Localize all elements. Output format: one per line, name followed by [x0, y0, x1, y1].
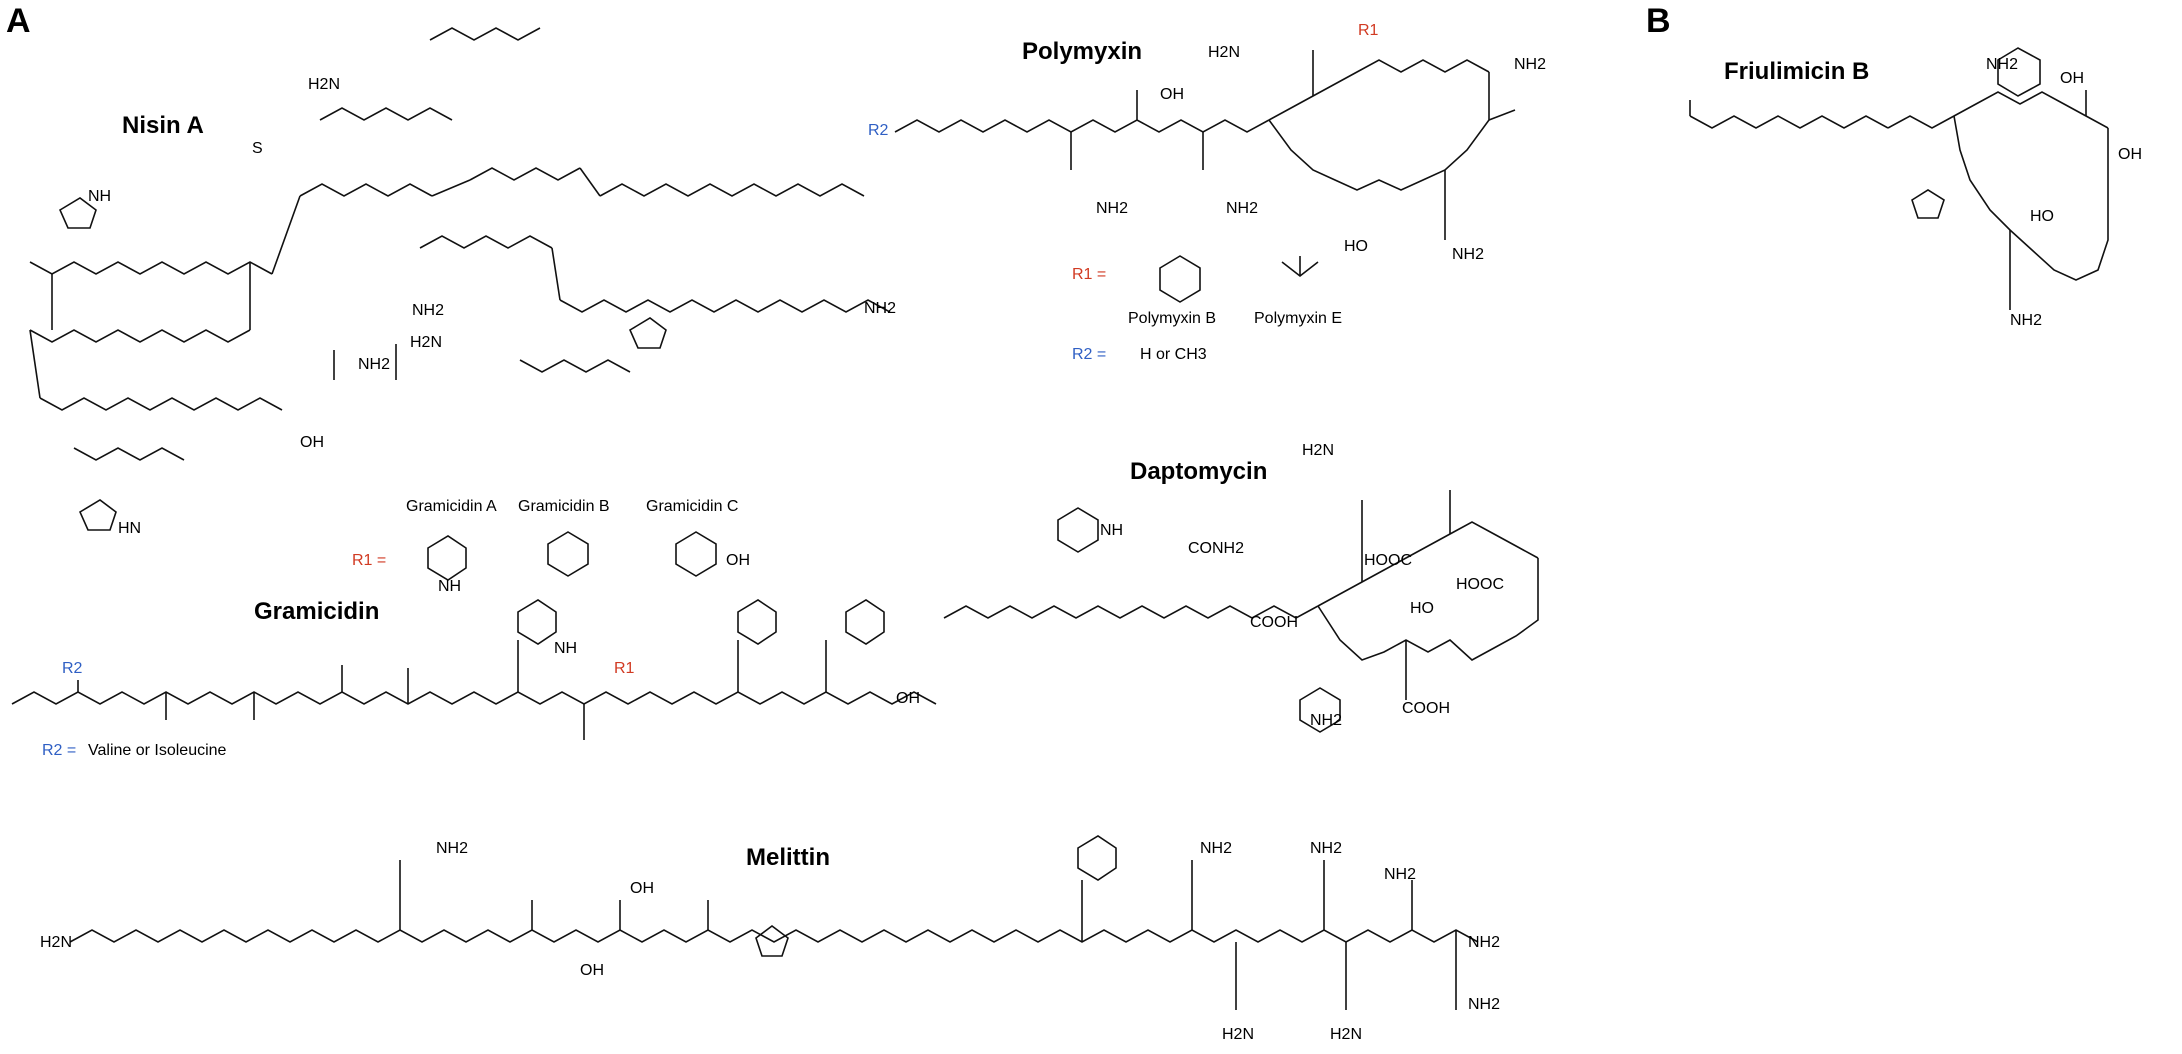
- gramicidin-skeleton: [11, 531, 937, 740]
- daptomycin-ho-label: HO: [1410, 600, 1434, 617]
- title-friulimicin: Friulimicin B: [1724, 58, 1870, 85]
- nisin-skeleton: [29, 27, 891, 531]
- panel-label-a: A: [6, 2, 31, 40]
- nisin-nh2-label: NH2: [412, 302, 445, 319]
- friulimicin-oh-label: OH: [2060, 70, 2084, 87]
- melittin-h2n-label-2: H2N: [1222, 1026, 1255, 1043]
- daptomycin-nh-label: NH: [1100, 522, 1124, 539]
- nisin-h2n-label: H2N: [308, 76, 341, 93]
- melittin-nh2-label-4: NH2: [1384, 866, 1417, 883]
- polymyxin-nh2-label-4: NH2: [1452, 246, 1485, 263]
- polymyxin-nh2-label-2: NH2: [1096, 200, 1129, 217]
- daptomycin-hooc-label: HOOC: [1364, 552, 1412, 569]
- daptomycin-h2n-label: H2N: [1302, 442, 1335, 459]
- daptomycin-conh2-label: CONH2: [1188, 540, 1245, 557]
- friulimicin-ho-label: HO: [2030, 208, 2054, 225]
- gramicidin-c-label: Gramicidin C: [646, 498, 739, 515]
- polymyxin-r1-legend: R1 =: [1072, 266, 1107, 283]
- nisin-nh2-label-3: NH2: [864, 300, 897, 317]
- polymyxin-nh2-label-3: NH2: [1226, 200, 1259, 217]
- polymyxin-nh2-label: NH2: [1514, 56, 1547, 73]
- polymyxin-skeleton: [894, 50, 1516, 303]
- nisin-oh-label: OH: [300, 434, 324, 451]
- title-melittin: Melittin: [746, 844, 830, 871]
- polymyxin-h2n-label: H2N: [1208, 44, 1241, 61]
- daptomycin-hooc-label-2: HOOC: [1456, 576, 1504, 593]
- panel-label-b: B: [1646, 2, 1671, 40]
- polymyxin-r1-label: R1: [1358, 22, 1379, 39]
- gramicidin-oh-label: OH: [896, 690, 920, 707]
- polymyxin-b-label: Polymyxin B: [1128, 310, 1217, 327]
- melittin-oh-label-2: OH: [580, 962, 604, 979]
- title-polymyxin: Polymyxin: [1022, 38, 1143, 65]
- polymyxin-e-label: Polymyxin E: [1254, 310, 1343, 327]
- gramicidin-nh-label: NH: [554, 640, 578, 657]
- nisin-h2n-label-2: H2N: [410, 334, 443, 351]
- gramicidin-r1-legend: R1 =: [352, 552, 387, 569]
- daptomycin-skeleton: [943, 490, 1539, 733]
- polymyxin-ho-label: HO: [1344, 238, 1368, 255]
- melittin-skeleton: [69, 835, 1479, 1010]
- melittin-nh2-label-2: NH2: [1200, 840, 1233, 857]
- melittin-oh-label: OH: [630, 880, 654, 897]
- melittin-nh2-label-5: NH2: [1468, 934, 1501, 951]
- friulimicin-skeleton: [1689, 47, 2109, 310]
- gramicidin-a-nh-label: NH: [438, 578, 462, 595]
- melittin-h2n-label: H2N: [40, 934, 73, 951]
- friulimicin-nh2-label: NH2: [2010, 312, 2043, 329]
- gramicidin-r1-label: R1: [614, 660, 635, 677]
- friulimicin-nh2-label-2: NH2: [1986, 56, 2019, 73]
- gramicidin-c-oh-label: OH: [726, 552, 750, 569]
- gramicidin-r2-label: R2: [62, 660, 83, 677]
- polymyxin-r2-value: H or CH3: [1140, 346, 1207, 363]
- title-nisin: Nisin A: [122, 112, 204, 139]
- polymyxin-r2-legend: R2 =: [1072, 346, 1107, 363]
- melittin-h2n-label-3: H2N: [1330, 1026, 1363, 1043]
- gramicidin-b-label: Gramicidin B: [518, 498, 610, 515]
- polymyxin-oh-label: OH: [1160, 86, 1184, 103]
- nisin-s-label: S: [252, 140, 263, 157]
- polymyxin-r2-label: R2: [868, 122, 889, 139]
- melittin-nh2-label-6: NH2: [1468, 996, 1501, 1013]
- melittin-nh2-label: NH2: [436, 840, 469, 857]
- nisin-hn-label: HN: [118, 520, 142, 537]
- nisin-nh-label: NH: [88, 188, 112, 205]
- daptomycin-cooh-label: COOH: [1250, 614, 1298, 631]
- title-daptomycin: Daptomycin: [1130, 458, 1268, 485]
- daptomycin-cooh-label-2: COOH: [1402, 700, 1450, 717]
- gramicidin-r2-legend: R2 =: [42, 742, 77, 759]
- melittin-nh2-label-3: NH2: [1310, 840, 1343, 857]
- gramicidin-r2-value: Valine or Isoleucine: [88, 742, 227, 759]
- gramicidin-a-label: Gramicidin A: [406, 498, 497, 515]
- nisin-nh2-label-2: NH2: [358, 356, 391, 373]
- friulimicin-oh-label-2: OH: [2118, 146, 2142, 163]
- daptomycin-nh2-label: NH2: [1310, 712, 1343, 729]
- title-gramicidin: Gramicidin: [254, 598, 380, 625]
